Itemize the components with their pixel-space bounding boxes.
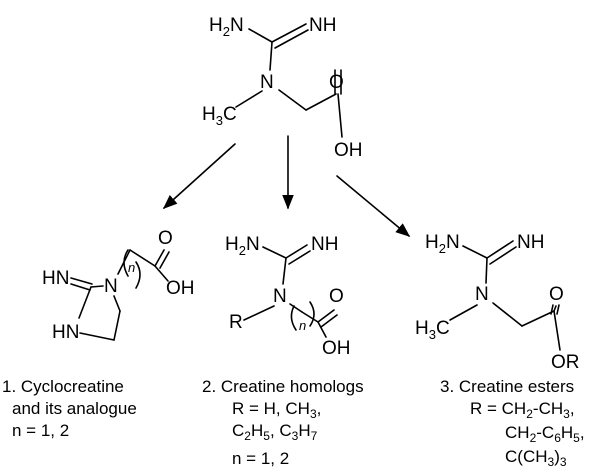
- bond-c-nh-e-a: [486, 240, 514, 259]
- bond-c-nh-e-b: [489, 246, 517, 265]
- atom-or-ester: OR: [551, 352, 580, 373]
- bond-n-ch2: [278, 89, 307, 111]
- atom-n-ring: N: [104, 276, 118, 297]
- caption-2-line-3: C2H5, C3H7: [232, 421, 318, 443]
- atom-hn-ring: HN: [52, 322, 79, 343]
- atom-h2n-ester: H2N: [425, 232, 460, 256]
- atom-o-top: O: [329, 72, 344, 93]
- atom-h2n-homolog: H2N: [225, 234, 260, 258]
- bond-c-o-h-a: [317, 309, 335, 323]
- atom-oh-top: OH: [334, 140, 363, 161]
- atom-r-homolog: R: [229, 312, 243, 333]
- bond-ch2-c: [305, 93, 337, 111]
- bond-c-o-cyclo-b: [159, 251, 170, 269]
- bracket-left-cyclo: [123, 249, 129, 277]
- bond-nh2-c: [248, 28, 273, 43]
- bond-c-n-h: [282, 257, 287, 285]
- bond-imine-b: [70, 277, 93, 285]
- bond-n3-c4: [79, 332, 115, 341]
- atom-hn-imine: HN: [42, 268, 69, 289]
- bracket-right-cyclo: [135, 261, 141, 289]
- bond-c-nh-h-a: [285, 244, 308, 259]
- bond-chain-c: [129, 249, 156, 267]
- atom-o-cyclo: O: [158, 228, 173, 249]
- bracket-right-homolog: [309, 301, 315, 327]
- creatine-structure: H2N NH N H3C O OH: [202, 15, 363, 161]
- caption-3-line-3: CH2-C6H5,: [505, 423, 585, 445]
- bond-c-oh: [337, 93, 343, 138]
- atom-oh-homolog: OH: [322, 338, 351, 359]
- bond-c-n: [269, 41, 273, 71]
- bond-n-chain-h: [289, 303, 303, 313]
- cyclocreatine-structure: HN N HN O OH n: [42, 228, 195, 343]
- bond-c-o-e-stub: [553, 305, 557, 312]
- esters-structure: H2N NH N H3C O OR: [415, 232, 580, 373]
- atom-o-homolog: O: [329, 286, 344, 307]
- caption-1-line-2: and its analogue: [12, 399, 137, 418]
- bond-n-ch3-e: [449, 304, 478, 321]
- atom-nh-top: NH: [309, 15, 336, 36]
- caption-esters: 3. Creatine esters R = CH2-CH3, CH2-C6H5…: [440, 377, 585, 469]
- caption-3-line-1: 3. Creatine esters: [440, 377, 574, 396]
- atom-nh-homolog: NH: [311, 234, 338, 255]
- caption-1-line-3: n = 1, 2: [12, 421, 69, 440]
- bond-c-nh-b: [274, 29, 309, 49]
- bond-c2-n1: [90, 285, 104, 288]
- caption-cyclocreatine: 1. Cyclocreatine and its analogue n = 1,…: [2, 377, 137, 440]
- bond-n-ch3: [235, 90, 263, 108]
- caption-2-line-2: R = H, CH3,: [232, 399, 321, 421]
- bond-c-oh-h: [317, 321, 327, 338]
- homologs-structure: H2N NH N R O OH n: [225, 234, 351, 359]
- atom-oh-cyclo: OH: [166, 278, 195, 299]
- caption-homologs: 2. Creatine homologs R = H, CH3, C2H5, C…: [202, 377, 364, 468]
- bond-c-o-cyclo-a: [154, 249, 165, 267]
- bond-n-ch2-e: [492, 302, 523, 327]
- atom-h3c-top: H3C: [202, 104, 237, 128]
- caption-3-line-4: C(CH3)3: [505, 447, 567, 469]
- bond-c-nh-a: [271, 23, 307, 43]
- caption-2-line-1: 2. Creatine homologs: [202, 377, 364, 396]
- atom-n-homolog: N: [273, 286, 287, 307]
- arrow-to-cyclocreatine: [162, 143, 236, 209]
- bond-c-o-e-a: [550, 304, 554, 315]
- bond-c4-c5: [113, 310, 121, 341]
- bond-ch2-c-e: [521, 310, 555, 327]
- bracket-left-homolog: [290, 305, 297, 331]
- atom-n-ester: N: [475, 284, 489, 305]
- bond-c-or-e: [553, 310, 561, 351]
- caption-3-line-2: R = CH2-CH3,: [470, 399, 575, 421]
- caption-2-line-4: n = 1, 2: [232, 449, 289, 468]
- atom-h3c-ester: H3C: [415, 318, 450, 342]
- bond-c-oh-cyclo: [154, 265, 169, 282]
- bond-c-n-e: [485, 257, 488, 284]
- caption-1-line-1: 1. Cyclocreatine: [2, 377, 124, 396]
- bond-nh2-c-h: [262, 246, 287, 259]
- arrow-to-esters: [336, 175, 411, 237]
- bond-n-r: [243, 305, 275, 321]
- bond-c-o-e-b: [556, 304, 560, 315]
- atom-h2n-top: H2N: [209, 15, 244, 39]
- bond-c-nh-h-b: [288, 250, 311, 265]
- bond-c2-n3: [78, 286, 92, 319]
- atom-n-top: N: [260, 72, 274, 93]
- index-n-homolog: n: [299, 318, 306, 333]
- bond-nh2-c-e: [462, 245, 488, 259]
- bond-c5-n1: [113, 295, 121, 312]
- bond-c-o-h-b: [320, 314, 338, 328]
- bond-imine-a: [70, 283, 91, 291]
- atom-nh-ester: NH: [517, 232, 544, 253]
- bond-chain-c-h: [301, 311, 319, 323]
- atom-o-ester: O: [549, 284, 564, 305]
- index-n-cyclo: n: [128, 260, 135, 275]
